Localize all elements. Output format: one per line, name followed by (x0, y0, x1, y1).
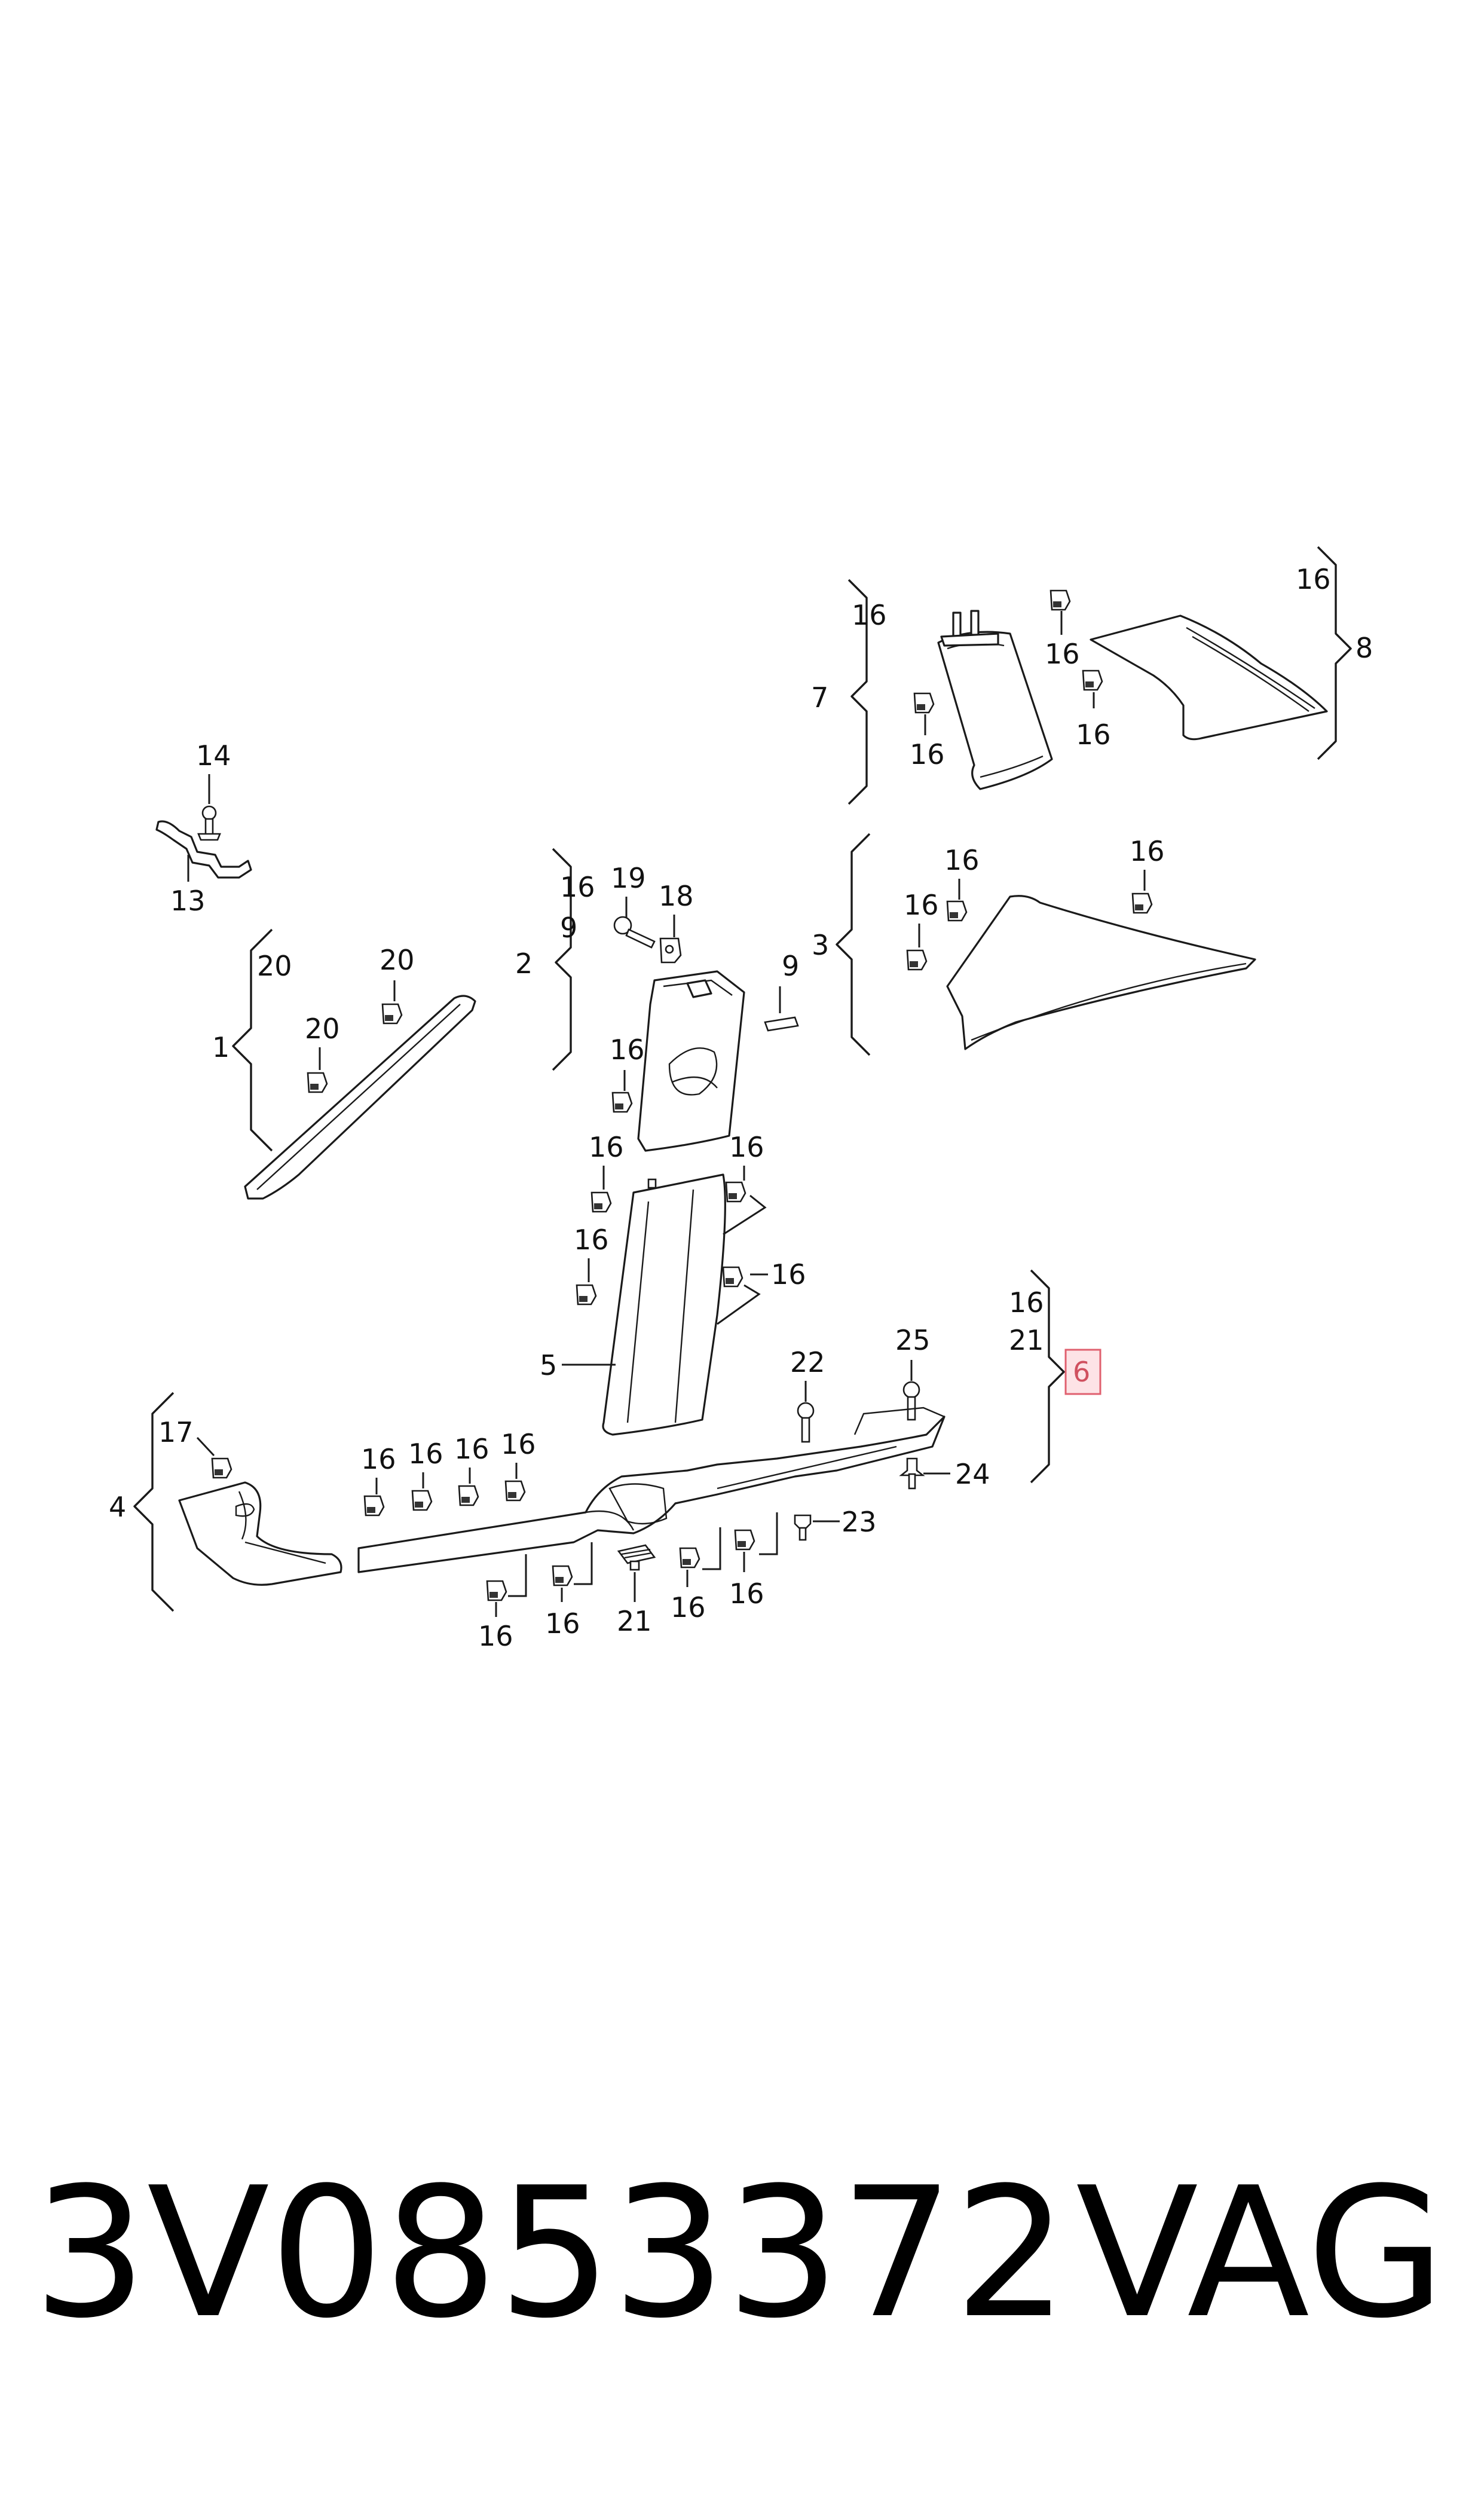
callout-2: 2 (515, 947, 533, 980)
callout-18: 18 (659, 880, 694, 912)
callout-16: 16 (671, 1591, 706, 1624)
clip-icon (913, 692, 935, 714)
brace-2 (552, 848, 572, 1071)
callout-16: 16 (1009, 1286, 1044, 1319)
callout-16: 16 (560, 871, 595, 903)
part-21-clip (617, 1544, 656, 1571)
callout-16: 16 (1045, 638, 1080, 670)
callout-3: 3 (812, 929, 829, 961)
brace-6 (1030, 1269, 1065, 1484)
brace-1 (232, 928, 273, 1152)
clip-icon (611, 1092, 633, 1113)
callout-9: 9 (782, 950, 799, 982)
callout-16: 16 (1130, 835, 1165, 867)
part-9-plug (764, 1016, 799, 1032)
callout-16: 16 (574, 1224, 609, 1256)
callout-20: 20 (380, 944, 415, 976)
brace-4 (133, 1392, 175, 1612)
callout-20: 20 (305, 1013, 340, 1045)
part-13-bracket (155, 820, 252, 879)
part-number: 3V0853372 (33, 2149, 1069, 2358)
callout-19: 19 (611, 862, 646, 894)
clip-icon (411, 1490, 433, 1511)
callout-16: 16 (771, 1258, 806, 1291)
brace-8 (1317, 546, 1352, 760)
callout-16: 16 (944, 844, 980, 876)
brace-3 (836, 833, 871, 1056)
callout-9: 9 (560, 912, 577, 944)
callout-16: 16 (1076, 719, 1111, 751)
brace-7 (847, 579, 868, 805)
part-7-pillar-trim (937, 610, 1053, 790)
callout-16: 16 (545, 1607, 580, 1640)
callout-7: 7 (811, 681, 828, 714)
callout-6-highlight (1064, 1349, 1101, 1395)
part-3-c-pillar-lower (946, 895, 1256, 1050)
callout-17: 17 (158, 1416, 194, 1448)
callout-16: 16 (729, 1578, 764, 1610)
callout-6[interactable]: 6 (1073, 1356, 1090, 1388)
brand-name: VAG (1076, 2149, 1446, 2358)
callout-16: 16 (610, 1034, 645, 1066)
clip-icon (363, 1495, 385, 1517)
callout-16: 16 (910, 738, 945, 771)
callout-8: 8 (1356, 632, 1373, 664)
clip-icon (486, 1580, 507, 1601)
clip-icon (1049, 589, 1071, 611)
clip-icon (590, 1191, 612, 1213)
part-4-sill-front (178, 1481, 342, 1586)
clip-icon (906, 949, 928, 971)
clip-icon (899, 1457, 925, 1490)
callout-16: 16 (589, 1131, 624, 1163)
callout-13: 13 (170, 885, 206, 917)
callout-16: 16 (361, 1443, 396, 1475)
callout-14: 14 (196, 739, 231, 772)
clip-icon (659, 937, 682, 964)
callout-25: 25 (895, 1324, 931, 1356)
clip-icon (722, 1266, 743, 1288)
part-1-a-pillar-trim (244, 995, 476, 1200)
screw-icon (797, 1402, 815, 1443)
callout-5: 5 (540, 1349, 557, 1381)
clip-icon (504, 1480, 526, 1502)
callout-16: 16 (1296, 563, 1331, 595)
screw-icon (197, 805, 221, 841)
clip-icon (1082, 669, 1103, 691)
part-8-side-panel (1090, 615, 1328, 741)
callout-4: 4 (109, 1491, 126, 1523)
callout-21: 21 (617, 1605, 652, 1637)
clip-icon (679, 1547, 700, 1569)
callout-16: 16 (729, 1131, 764, 1163)
screw-icon (902, 1381, 920, 1421)
callout-16: 16 (408, 1438, 443, 1470)
callout-22: 22 (790, 1346, 825, 1378)
clip-icon (946, 900, 968, 922)
clip-icon (307, 1072, 328, 1093)
callout-23: 23 (842, 1506, 877, 1538)
part-2-b-pillar-upper (637, 970, 745, 1152)
clip-icon (734, 1529, 755, 1551)
callout-16: 16 (478, 1620, 513, 1652)
screw-icon (613, 916, 656, 949)
part-6-door-sill-trim[interactable] (357, 1407, 946, 1573)
clip-icon (794, 1514, 812, 1541)
callout-16: 16 (501, 1428, 536, 1460)
callout-1: 1 (212, 1031, 230, 1063)
clip-icon (381, 1003, 403, 1025)
clip-icon (552, 1565, 573, 1586)
clip-icon (576, 1284, 597, 1306)
clip-icon (725, 1181, 746, 1203)
callout-24: 24 (955, 1458, 990, 1490)
part-5-b-pillar-lower (602, 1173, 726, 1436)
callout-16: 16 (904, 889, 939, 921)
clip-icon (211, 1457, 232, 1479)
clip-icon (1131, 892, 1153, 914)
callout-21: 21 (1009, 1324, 1044, 1356)
callout-16: 16 (454, 1433, 489, 1465)
clip-icon (458, 1485, 479, 1506)
callout-16: 16 (852, 599, 887, 631)
callout-20: 20 (257, 950, 292, 982)
